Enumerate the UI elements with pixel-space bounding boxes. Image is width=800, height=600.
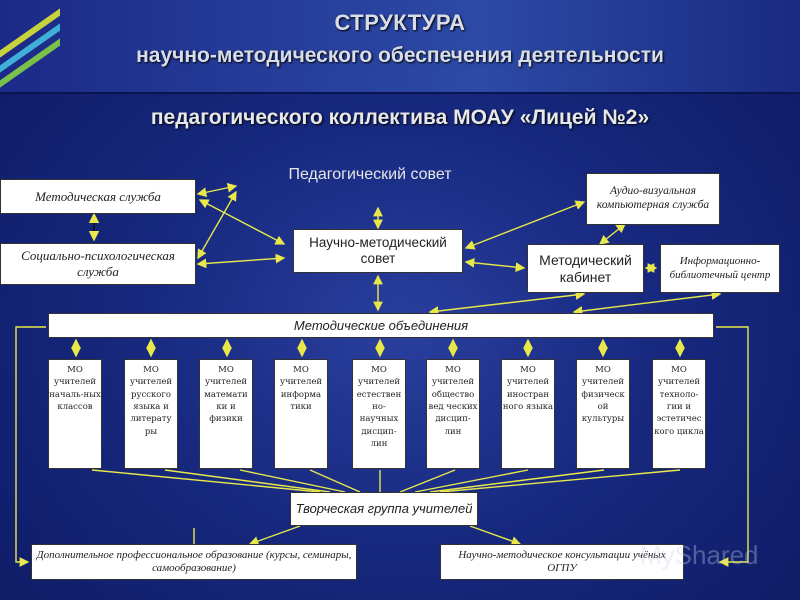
title-line1: СТРУКТУРА xyxy=(334,10,466,35)
additional-education-box: Дополнительное профессиональное образова… xyxy=(31,544,357,580)
scientific-methodical-council-box: Научно-методический совет xyxy=(293,229,463,273)
methodical-associations-band: Методические объединения xyxy=(48,313,714,338)
title-banner xyxy=(0,0,800,94)
title-line3: педагогического коллектива МОАУ «Лицей №… xyxy=(150,106,650,129)
mo-unit: МО учителей информа тики xyxy=(274,359,328,469)
mo-unit: МО учителей иностран ного языка xyxy=(501,359,555,469)
watermark: MyShared xyxy=(640,540,759,570)
methodical-cabinet-box: Методический кабинет xyxy=(527,244,644,293)
pedagogical-council-label: Педагогический совет xyxy=(288,166,452,183)
mo-unit: МО учителей общество вед ческих дисцип-л… xyxy=(426,359,480,469)
mo-unit: МО учителей техноло-гии и эстетичес кого… xyxy=(652,359,706,469)
av-service-box: Аудио-визуальная компьютерная служба xyxy=(586,173,720,225)
mo-unit: МО учителей естествен но-научных дисцип-… xyxy=(352,359,406,469)
info-library-center-box: Информационно-библиотечный центр xyxy=(660,244,780,293)
creative-group-box: Творческая группа учителей xyxy=(290,492,478,526)
consultations-box: Научно-методическое консультации учёных … xyxy=(440,544,684,580)
methodical-service-box: Методическая служба xyxy=(0,179,196,214)
mo-unit: МО учителей математи ки и физики xyxy=(199,359,253,469)
social-psych-service-box: Социально-психологическая служба xyxy=(0,243,196,285)
title-line2: научно-методического обеспечения деятель… xyxy=(136,44,664,67)
mo-unit: МО учителей физическ ой культуры xyxy=(576,359,630,469)
mo-unit: МО учителей началь-ных классов xyxy=(48,359,102,469)
mo-unit: МО учителей русского языка и литерату ры xyxy=(124,359,178,469)
